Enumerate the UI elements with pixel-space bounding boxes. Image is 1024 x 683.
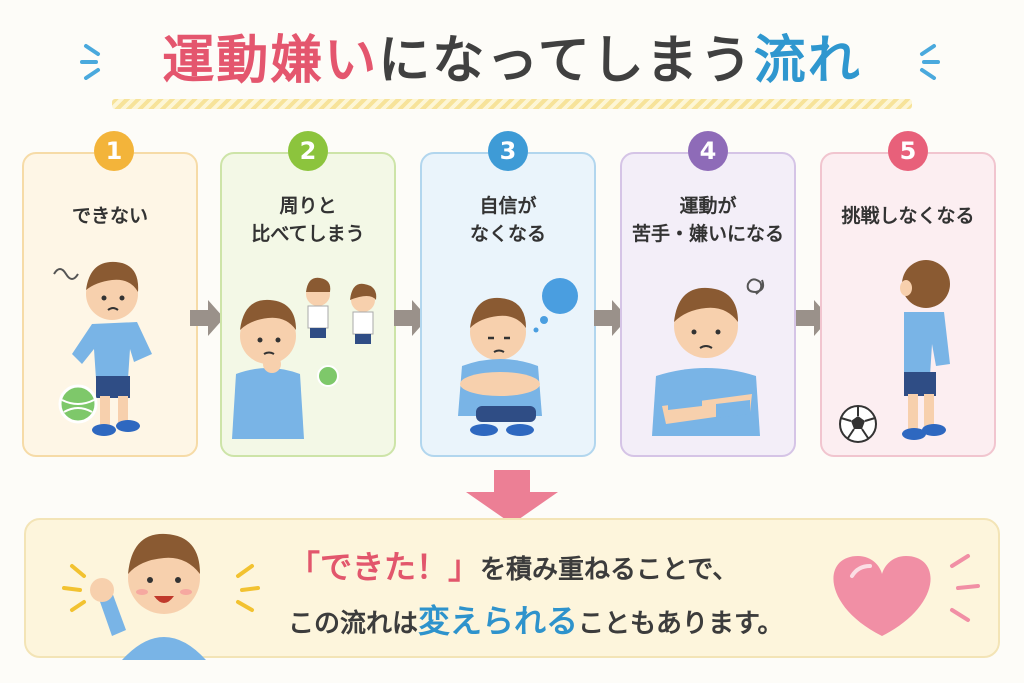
walking-away-child-illustration bbox=[839, 260, 950, 443]
step-5-badge: 5 bbox=[888, 131, 928, 171]
heart-icon bbox=[833, 554, 980, 636]
message-line1-rest: を積み重ねることで、 bbox=[480, 555, 739, 585]
step-3-line-2: なくなる bbox=[469, 223, 546, 245]
arrow-right-icon bbox=[190, 300, 224, 336]
sparkle-right-icon bbox=[920, 44, 940, 80]
step-5-label: 挑戦しなくなる bbox=[841, 205, 975, 227]
sad-sitting-child-illustration bbox=[458, 278, 578, 436]
step-1-badge: 1 bbox=[94, 131, 134, 171]
step-card-2: 周りと 比べてしまう bbox=[220, 152, 396, 457]
step-4-line-2: 苦手・嫌いになる bbox=[631, 223, 784, 245]
title-underline bbox=[112, 99, 912, 109]
message-line-1: 「できた！」を積み重ねることで、 bbox=[288, 542, 738, 588]
encouragement-box: 「できた！」を積み重ねることで、 この流れは変えられることもあります。 bbox=[24, 518, 1000, 660]
message-highlight: 変えられる bbox=[418, 602, 579, 640]
step-2-badge: 2 bbox=[288, 131, 328, 171]
message-line2-b: こともあります。 bbox=[578, 609, 784, 639]
title-part2: になってしまう bbox=[378, 31, 754, 91]
message-quote: 「できた！」 bbox=[288, 548, 481, 586]
step-2-line-1: 周りと bbox=[279, 195, 337, 217]
step-3-badge: 3 bbox=[488, 131, 528, 171]
arrow-right-icon bbox=[594, 300, 628, 336]
step-3-line-1: 自信が bbox=[479, 195, 537, 217]
step-4-line-1: 運動が bbox=[679, 195, 737, 217]
step-card-5: 挑戦しなくなる bbox=[820, 152, 996, 457]
message-line-2: この流れは変えられることもあります。 bbox=[288, 596, 783, 642]
comparing-child-illustration bbox=[232, 277, 377, 439]
page-title: 運動嫌いになってしまう流れ bbox=[0, 20, 1024, 102]
title-part1: 運動嫌い bbox=[162, 31, 379, 91]
arrow-down-icon bbox=[466, 470, 558, 524]
message-line2-a: この流れは bbox=[288, 609, 419, 639]
step-card-4: 運動が 苦手・嫌いになる bbox=[620, 152, 796, 457]
struggling-child-illustration bbox=[53, 261, 152, 436]
step-4-badge: 4 bbox=[688, 131, 728, 171]
step-card-3: 自信が なくなる bbox=[420, 152, 596, 457]
happy-child-illustration bbox=[62, 533, 260, 660]
arrow-right-icon bbox=[394, 300, 428, 336]
step-card-1: できない bbox=[22, 152, 198, 457]
step-2-line-2: 比べてしまう bbox=[251, 223, 365, 245]
step-1-label: できない bbox=[71, 205, 148, 227]
title-part3: 流れ bbox=[753, 31, 862, 91]
sparkle-left-icon bbox=[80, 44, 100, 80]
arms-crossed-child-illustration bbox=[652, 278, 765, 436]
